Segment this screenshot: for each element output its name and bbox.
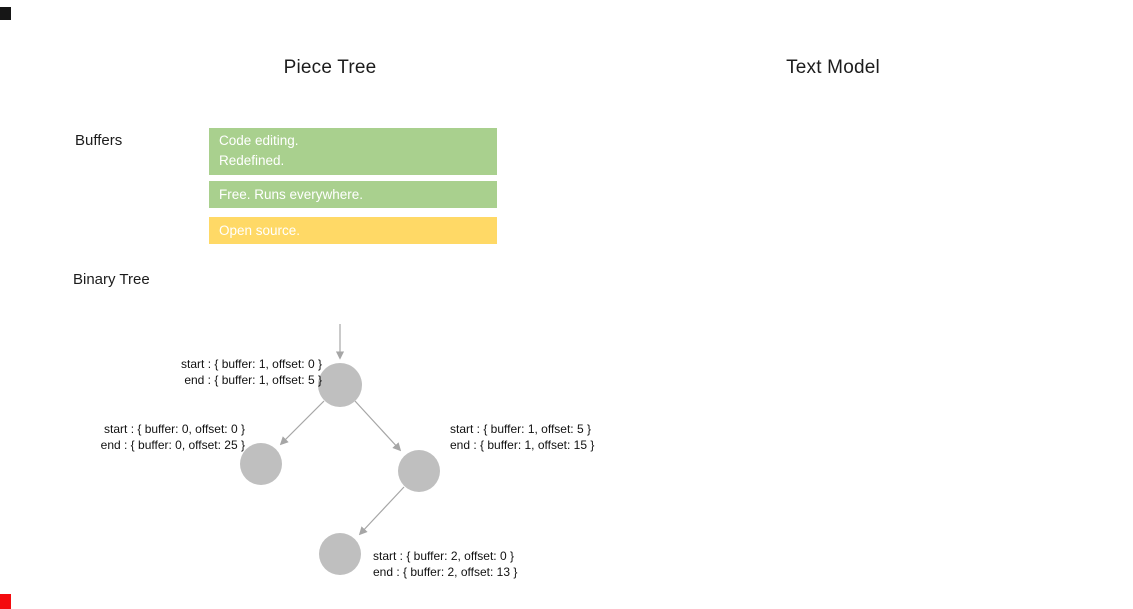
right-child-node-label-start: start : { buffer: 1, offset: 5 }	[450, 422, 591, 436]
buffer-box-1: Free. Runs everywhere.	[209, 181, 497, 208]
edge-root-to-left-child	[279, 400, 325, 446]
edge-root-to-right-child	[354, 400, 402, 452]
tree-node-right-child	[398, 450, 440, 492]
root-node-label-start: start : { buffer: 1, offset: 0 }	[181, 357, 322, 371]
text-model-title: Text Model	[786, 57, 880, 78]
bottom-left-edge-mark	[0, 594, 11, 609]
left-child-node-label-end: end : { buffer: 0, offset: 25 }	[100, 438, 245, 452]
right-child-node-label-end: end : { buffer: 1, offset: 15 }	[450, 438, 595, 452]
buffer-0-line-1: Redefined.	[219, 153, 285, 168]
tree-node-root	[318, 363, 362, 407]
buffer-0-line-0: Code editing.	[219, 133, 299, 148]
buffer-box-0: Code editing. Redefined.	[209, 128, 497, 175]
buffers-section-label: Buffers	[75, 132, 123, 149]
bottom-child-node-label-start: start : { buffer: 2, offset: 0 }	[373, 549, 514, 563]
top-left-edge-mark	[0, 7, 11, 20]
bottom-child-node-label-end: end : { buffer: 2, offset: 13 }	[373, 565, 518, 579]
binary-tree-section-label: Binary Tree	[73, 271, 150, 288]
buffer-2-line-0: Open source.	[219, 223, 301, 238]
bottom-child-node-label: start : { buffer: 2, offset: 0 } end : {…	[373, 548, 593, 580]
buffer-1-line-0: Free. Runs everywhere.	[219, 187, 364, 202]
left-child-node-label-start: start : { buffer: 0, offset: 0 }	[104, 422, 245, 436]
root-node-label: start : { buffer: 1, offset: 0 } end : {…	[120, 356, 322, 388]
right-child-node-label: start : { buffer: 1, offset: 5 } end : {…	[450, 421, 670, 453]
left-child-node-label: start : { buffer: 0, offset: 0 } end : {…	[60, 421, 245, 453]
edge-right-child-to-bottom-child	[358, 486, 405, 536]
root-node-label-end: end : { buffer: 1, offset: 5 }	[184, 373, 322, 387]
tree-node-left-child	[240, 443, 282, 485]
tree-node-bottom-child	[319, 533, 361, 575]
piece-tree-title: Piece Tree	[283, 57, 377, 78]
buffer-box-2: Open source.	[209, 217, 497, 244]
